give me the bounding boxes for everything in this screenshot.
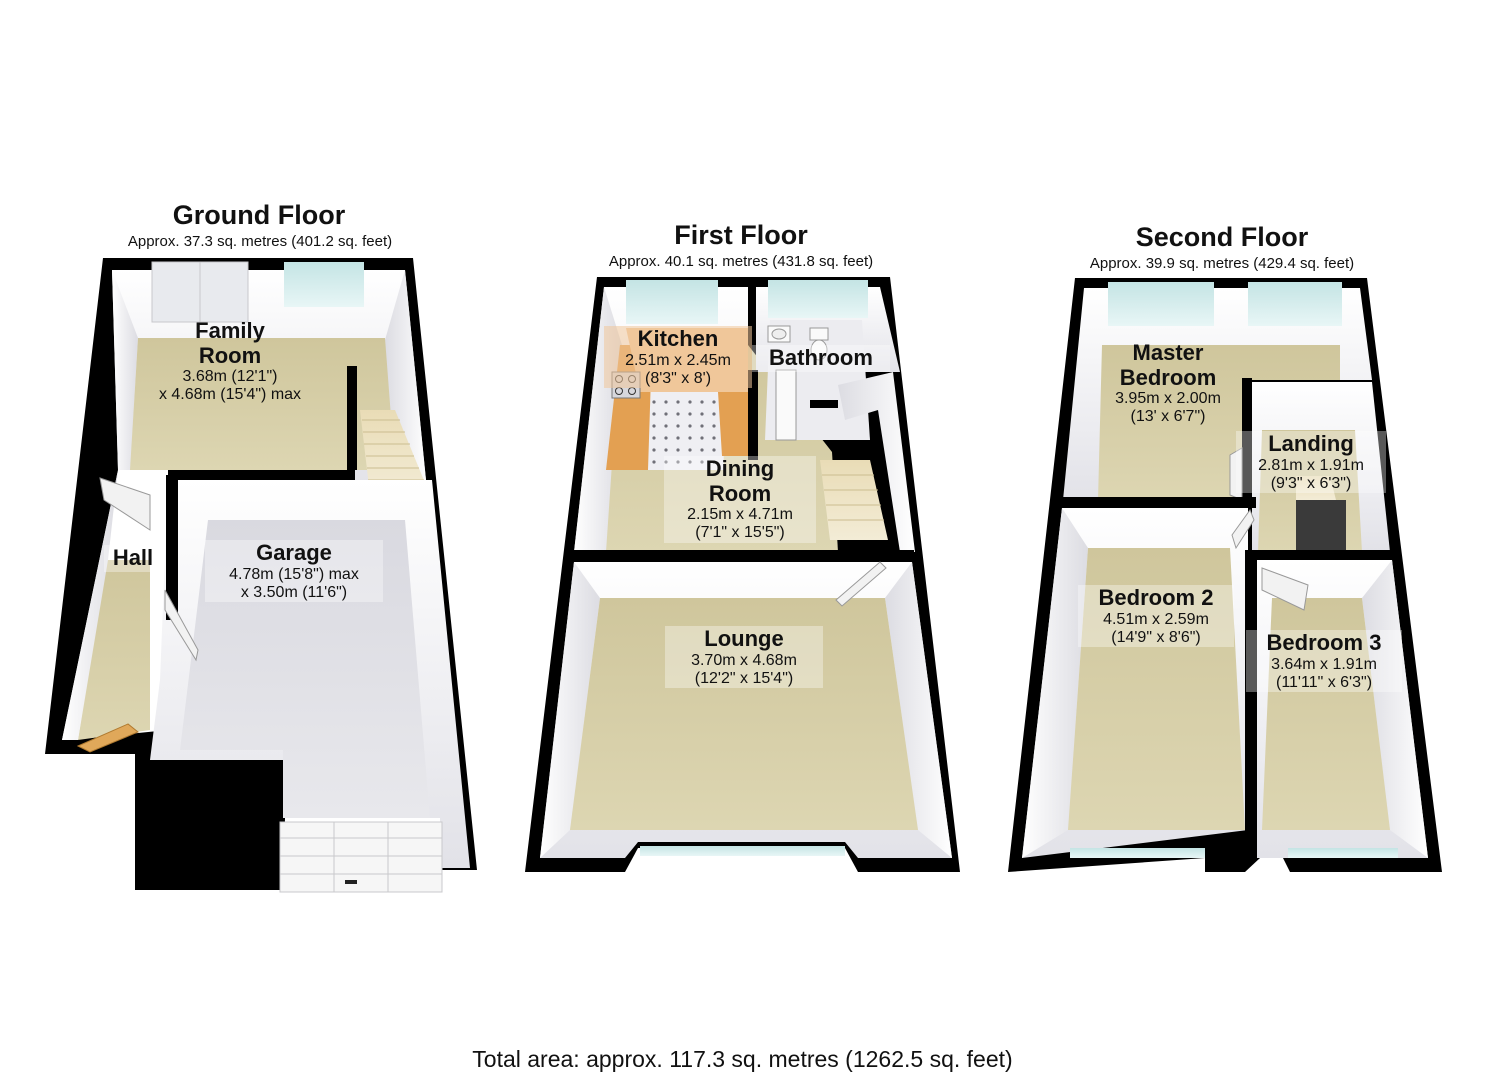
lounge-window: [640, 846, 845, 856]
lounge-right-wall: [885, 562, 952, 858]
bedroom-3-window: [1288, 848, 1398, 858]
lounge-divider-wall: [574, 550, 914, 562]
landing-stairwell: [1296, 500, 1346, 552]
landing-stairs: [1296, 476, 1336, 500]
basin-icon: [767, 325, 791, 343]
second-floor-plan: [1008, 278, 1442, 872]
master-bedroom-window-2: [1248, 282, 1342, 326]
lounge-floor: [570, 598, 918, 830]
room-name: Bedroom 2: [1098, 585, 1214, 610]
bedroom-2-window: [1070, 848, 1205, 858]
bedroom-2-label: Bedroom 2 4.51m x 2.59m (14'9" x 8'6"): [1078, 585, 1234, 648]
family-room-left-wall: [112, 270, 138, 470]
room-name: Hall: [112, 545, 154, 570]
second-floor-area: Approx. 39.9 sq. metres (429.4 sq. feet): [1089, 255, 1355, 272]
bedroom-2-door: [1231, 508, 1255, 550]
room-name: Landing: [1268, 431, 1354, 456]
master-bedroom-window-1: [1108, 282, 1214, 326]
room-name: Dining Room: [705, 456, 775, 506]
room-dimensions: 4.51m x 2.59m (14'9" x 8'6"): [1103, 610, 1209, 646]
room-name: Master Bedroom: [1119, 340, 1217, 390]
ground-floor-title: Ground Floor: [172, 200, 346, 230]
kitchen-worktop-right: [718, 392, 750, 456]
room-dimensions: 2.81m x 1.91m (9'3" x 6'3"): [1258, 456, 1364, 492]
room-name: Bedroom 3: [1266, 630, 1382, 655]
first-floor-stair-treads: [822, 474, 884, 521]
room-dimensions: 3.64m x 1.91m (11'11" x 6'3"): [1271, 655, 1377, 691]
stair-landing-wall: [838, 372, 915, 552]
room-dimensions: 3.70m x 4.68m (12'2" x 15'4"): [691, 651, 797, 687]
bathroom-front-wall: [810, 400, 838, 408]
master-bedroom-floor: [1098, 345, 1340, 500]
total-area: Total area: approx. 117.3 sq. metres (12…: [472, 1046, 1013, 1072]
family-room-floor: [130, 338, 395, 470]
room-dimensions: 2.15m x 4.71m (7'1" x 15'5"): [687, 506, 793, 542]
garage-partition-wall: [166, 475, 178, 620]
first-floor-area: Approx. 40.1 sq. metres (431.8 sq. feet): [608, 253, 874, 270]
dining-room-label: Dining Room 2.15m x 4.71m (7'1" x 15'5"): [664, 456, 816, 544]
bedroom-3-right-wall: [1362, 560, 1428, 858]
kitchen-floor: [640, 392, 724, 470]
kitchen-label: Kitchen 2.51m x 2.45m (8'3" x 8'): [604, 326, 752, 389]
garage-door-handle: [345, 880, 357, 884]
kitchen-window: [626, 280, 718, 324]
front-door: [76, 723, 139, 753]
family-room-window: [284, 262, 364, 307]
bathroom-label: Bathroom: [752, 345, 890, 372]
ground-floor-plan: [45, 258, 477, 893]
hall-left-wall: [62, 470, 118, 740]
room-dimensions: 3.95m x 2.00m (13' x 6'7"): [1115, 390, 1221, 426]
garage-label: Garage 4.78m (15'8") max x 3.50m (11'6"): [205, 540, 383, 603]
room-name: Kitchen: [637, 326, 719, 351]
room-dimensions: 4.78m (15'8") max x 3.50m (11'6"): [229, 565, 359, 601]
bedroom-3-floor: [1262, 598, 1390, 830]
room-dimensions: 3.68m (12'1") x 4.68m (15'4") max: [158, 368, 302, 404]
bedroom-3-label: Bedroom 3 3.64m x 1.91m (11'11" x 6'3"): [1246, 630, 1402, 693]
room-dimensions: 2.51m x 2.45m (8'3" x 8'): [625, 351, 731, 387]
toilet-icon: [809, 327, 829, 361]
bedroom-2-left-wall: [1022, 508, 1088, 858]
room-name: Lounge: [704, 626, 784, 651]
bedroom-partition-wall: [1245, 550, 1257, 860]
master-bedroom-label: Master Bedroom 3.95m x 2.00m (13' x 6'7"…: [1090, 340, 1246, 427]
garage-internal-door: [164, 589, 199, 662]
bath-icon: [775, 369, 797, 441]
second-floor-divider: [1060, 497, 1256, 508]
bathroom-partition-wall: [748, 370, 758, 460]
first-floor-title: First Floor: [674, 220, 808, 250]
lounge-left-wall: [540, 562, 600, 858]
landing-label: Landing 2.81m x 1.91m (9'3" x 6'3"): [1236, 431, 1386, 494]
bathroom-window: [768, 280, 868, 318]
family-room-label: Family Room 3.68m (12'1") x 4.68m (15'4"…: [126, 318, 334, 405]
bedroom-3-door: [1261, 567, 1309, 611]
lounge-door: [835, 561, 887, 607]
garage-floor: [180, 520, 430, 818]
garage-door: [279, 821, 443, 893]
ground-floor-stairs: [360, 410, 430, 495]
lounge-label: Lounge 3.70m x 4.68m (12'2" x 15'4"): [665, 626, 823, 689]
bedroom-3-top-wall: [1252, 550, 1392, 560]
garage-door-panels: [280, 822, 442, 892]
stair-balustrade: [347, 366, 357, 470]
room-name: Bathroom: [769, 345, 873, 370]
hall-door: [99, 477, 151, 531]
bedroom-2-floor: [1068, 548, 1245, 830]
ground-floor-area: Approx. 37.3 sq. metres (401.2 sq. feet): [127, 233, 393, 250]
hall-label: Hall: [104, 545, 162, 572]
hall-carpet: [78, 560, 150, 740]
room-name: Garage: [256, 540, 332, 565]
room-name: Family Room: [195, 318, 265, 368]
landing-wall: [1242, 378, 1252, 508]
second-floor-title: Second Floor: [1135, 222, 1309, 252]
